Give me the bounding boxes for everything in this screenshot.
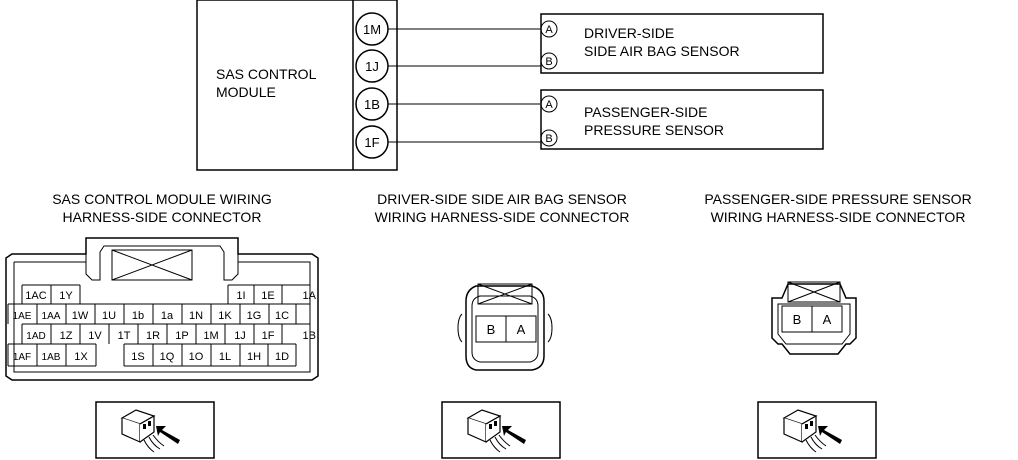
passenger-connector-pin-a: A: [823, 312, 832, 327]
pin-1S: 1S: [131, 351, 144, 363]
driver-connector-latch: [477, 283, 533, 305]
driver-sensor-label-line2: SIDE AIR BAG SENSOR: [584, 43, 740, 59]
driver-pin-b: B: [540, 52, 558, 70]
passenger-pin-a-label: A: [545, 99, 553, 111]
pin-1AD: 1AD: [26, 331, 45, 342]
pin-1H: 1H: [247, 351, 261, 363]
driver-sensor-label-line1: DRIVER-SIDE: [584, 25, 674, 41]
pin-1E: 1E: [261, 290, 274, 302]
pin-1Z: 1Z: [60, 330, 73, 342]
terminal-1B: 1B: [355, 87, 389, 121]
passenger-pin-a: A: [540, 95, 558, 113]
pin-1A: 1A: [303, 290, 317, 302]
pin-1P: 1P: [175, 330, 188, 342]
pin-1O: 1O: [189, 351, 204, 363]
driver-connector-pin-a: A: [517, 322, 526, 337]
pin-1F: 1F: [262, 330, 275, 342]
pin-1AC: 1AC: [25, 290, 46, 302]
pin-1AB: 1AB: [42, 352, 61, 363]
passenger-side-connector: B A: [771, 281, 857, 355]
pin-1AF: 1AF: [13, 352, 31, 363]
view-direction-icon-1: [95, 401, 215, 459]
pin-1Y: 1Y: [59, 290, 73, 302]
pin-1G: 1G: [247, 310, 262, 322]
pin-1B: 1B: [303, 330, 316, 342]
passenger-connector-cavity-a: [811, 305, 843, 333]
sas-module-connector: 1AC 1Y 1I 1E 1A 1AE 1AA 1W 1U 1b 1a 1N 1…: [5, 237, 319, 381]
terminal-1J-label: 1J: [365, 59, 379, 74]
connector2-title-line1: DRIVER-SIDE SIDE AIR BAG SENSOR: [377, 191, 627, 207]
passenger-connector-latch: [787, 281, 841, 303]
passenger-sensor-label-line1: PASSENGER-SIDE: [584, 104, 707, 120]
pin-1T: 1T: [118, 330, 131, 342]
passenger-pin-b: B: [540, 129, 558, 147]
passenger-sensor-label-line2: PRESSURE SENSOR: [584, 122, 724, 138]
driver-side-connector: B A: [457, 283, 553, 371]
view-direction-icon-3: [757, 401, 877, 459]
pin-1X: 1X: [74, 351, 88, 363]
connector1-title-line1: SAS CONTROL MODULE WIRING: [52, 191, 272, 207]
pin-1b: 1b: [132, 310, 144, 322]
terminal-1M-label: 1M: [363, 22, 381, 37]
pin-1V: 1V: [88, 330, 102, 342]
wires: [388, 28, 541, 143]
pin-1I: 1I: [236, 290, 245, 302]
pin-1C: 1C: [275, 310, 289, 322]
driver-connector-cavity-a: [505, 315, 537, 343]
driver-connector-pin-b: B: [487, 322, 496, 337]
terminal-1M: 1M: [355, 12, 389, 46]
terminal-1F-label: 1F: [364, 135, 379, 150]
terminal-1F: 1F: [355, 125, 389, 159]
terminal-1B-label: 1B: [364, 97, 380, 112]
pin-1Q: 1Q: [160, 351, 175, 363]
module-label-line1: SAS CONTROL: [216, 66, 317, 82]
passenger-side-sensor-box: [540, 89, 824, 150]
sas-control-module-box: [196, 0, 398, 171]
pin-1AA: 1AA: [42, 311, 61, 322]
pin-1D: 1D: [275, 351, 289, 363]
driver-side-sensor-box: [540, 13, 824, 74]
pin-1N: 1N: [189, 310, 203, 322]
pin-1J: 1J: [234, 330, 246, 342]
pin-1U: 1U: [102, 310, 116, 322]
pin-1K: 1K: [218, 310, 232, 322]
pin-1W: 1W: [72, 310, 89, 322]
pin-1M: 1M: [203, 330, 218, 342]
view-direction-icon-2: [441, 401, 561, 459]
driver-pin-b-label: B: [545, 56, 552, 68]
big-connector-latch-marker: [111, 249, 193, 281]
connector1-title-line2: HARNESS-SIDE CONNECTOR: [63, 209, 262, 225]
pin-1R: 1R: [146, 330, 160, 342]
module-label-line2: MODULE: [216, 84, 276, 100]
passenger-connector-pin-b: B: [793, 312, 802, 327]
connector2-title-line2: WIRING HARNESS-SIDE CONNECTOR: [375, 209, 630, 225]
pin-1L: 1L: [219, 351, 231, 363]
connector3-title-line2: WIRING HARNESS-SIDE CONNECTOR: [711, 209, 966, 225]
passenger-pin-b-label: B: [545, 133, 552, 145]
pin-1a: 1a: [161, 310, 174, 322]
connector3-title-line1: PASSENGER-SIDE PRESSURE SENSOR: [704, 191, 971, 207]
pin-1AE: 1AE: [13, 311, 32, 322]
driver-pin-a-label: A: [545, 24, 553, 36]
terminal-1J: 1J: [355, 49, 389, 83]
driver-pin-a: A: [540, 20, 558, 38]
